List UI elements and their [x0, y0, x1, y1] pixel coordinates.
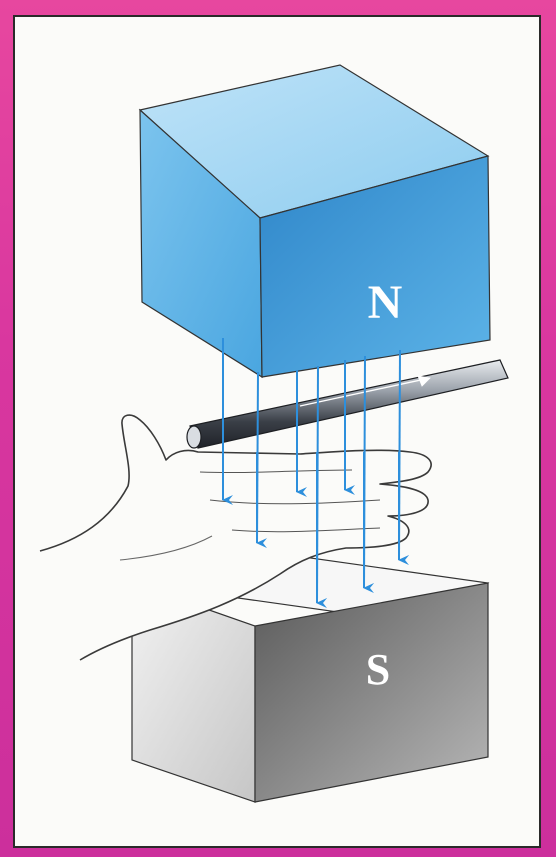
conductor-rod: [187, 360, 508, 448]
rod-end: [187, 426, 201, 448]
south-pole-label: S: [366, 645, 390, 694]
rod-body: [190, 360, 508, 448]
north-pole-label: N: [368, 276, 403, 329]
north-magnet: N: [140, 65, 490, 377]
